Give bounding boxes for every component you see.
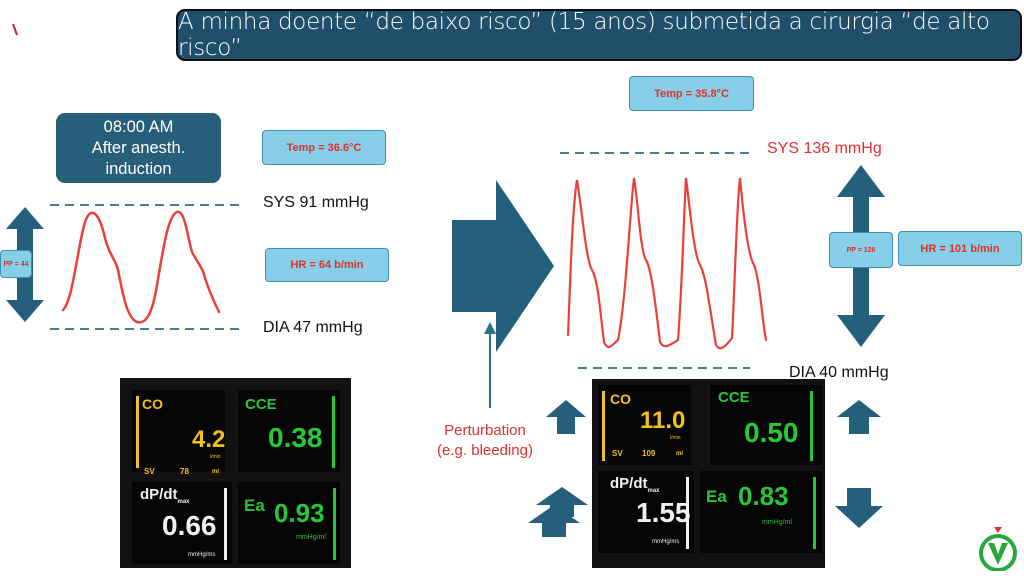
co-unit-perturbed: l/min (670, 435, 681, 441)
cce-tile-perturbed: CCE 0.50 (710, 385, 822, 465)
pp-badge-perturbed: PP = 126 (829, 232, 893, 268)
dpdt-bar-perturbed (686, 477, 689, 549)
dia-label-perturbed: DIA 40 mmHg (789, 364, 889, 381)
sv-value: 78 (180, 467, 189, 476)
big-right-arrow-icon (452, 180, 554, 352)
pp-badge-baseline: PP = 44 (0, 250, 32, 278)
ea-label-perturbed: Ea (706, 487, 727, 506)
red-tick-mark (12, 23, 18, 36)
baseline-dashed-lines (50, 204, 240, 330)
ea-label: Ea (244, 496, 265, 515)
time-context-label-2: induction (105, 159, 172, 178)
co-bar-perturbed (602, 391, 605, 461)
sys-label-baseline: SYS 91 mmHg (263, 194, 369, 211)
co-up-arrow-icon (546, 400, 586, 434)
sv-label: SV (144, 467, 155, 476)
co-label: CO (142, 396, 163, 412)
co-tile: CO 4.2 l/min SV 78 ml (132, 390, 226, 476)
cce-value-perturbed: 0.50 (744, 417, 799, 448)
ea-down-arrow-icon (835, 488, 883, 528)
ea-tile: Ea 0.93 mmHg/ml (238, 482, 340, 564)
ea-bar (333, 488, 336, 560)
sv-unit-perturbed: ml (676, 451, 684, 457)
perturbation-pointer-arrow-icon (484, 322, 496, 408)
ea-value: 0.93 (274, 498, 325, 528)
cce-bar (332, 396, 335, 468)
brand-logo-icon (979, 527, 1017, 571)
slide-title: A minha doente “de baixo risco” (15 anos… (176, 9, 1022, 61)
cce-value: 0.38 (268, 422, 323, 453)
ea-bar-perturbed (813, 477, 816, 549)
ea-tile-perturbed: Ea 0.83 mmHg/ml (700, 471, 822, 553)
dia-label-baseline: DIA 47 mmHg (263, 319, 363, 336)
co-label-perturbed: CO (610, 391, 631, 407)
temp-badge-baseline: Temp = 36.6°C (262, 130, 386, 165)
cce-label: CCE (245, 396, 277, 413)
dpdt-bar (224, 488, 227, 560)
cce-up-arrow-icon (837, 400, 881, 434)
sv-value-perturbed: 109 (642, 449, 656, 458)
co-value: 4.2 (192, 426, 226, 453)
time-context-label: After anesth. (91, 138, 186, 157)
co-unit: l/min (210, 454, 221, 460)
ea-unit-perturbed: mmHg/ml (762, 519, 792, 526)
cce-tile: CCE 0.38 (238, 390, 340, 472)
hr-badge-perturbed: HR = 101 b/min (898, 231, 1022, 266)
dpdt-label-perturbed: dP/dtmax (610, 475, 660, 494)
perturbed-pressure-waveform (566, 177, 768, 350)
cce-label-perturbed: CCE (718, 389, 750, 406)
baseline-pressure-waveform (61, 210, 221, 324)
dpdt-tile: dP/dtmax 0.66 mmHg/ms (132, 482, 232, 564)
dpdt-tile-perturbed: dP/dtmax 1.55 mmHg/ms (598, 471, 694, 553)
perturbation-title: Perturbation (444, 422, 526, 439)
time-label: 08:00 AM (103, 117, 174, 136)
temp-badge-perturbed: Temp = 35.8°C (629, 76, 754, 111)
dpdt-unit-perturbed: mmHg/ms (652, 539, 680, 545)
co-bar (136, 396, 139, 468)
cce-bar-perturbed (810, 391, 813, 461)
perturbation-label: Perturbation (e.g. bleeding) (426, 421, 544, 461)
sv-label-perturbed: SV (612, 449, 623, 458)
dpdt-label: dP/dtmax (140, 486, 190, 505)
double-up-arrow-icon (528, 487, 588, 537)
sv-unit: ml (212, 469, 220, 475)
dpdt-sub-perturbed: max (647, 488, 660, 494)
perturbed-dashed-lines (560, 152, 750, 369)
ea-unit: mmHg/ml (296, 534, 326, 541)
hr-badge-baseline: HR = 64 b/min (265, 248, 389, 282)
dpdt-value-perturbed: 1.55 (636, 497, 691, 528)
dpdt-sub: max (177, 499, 190, 505)
time-box: 08:00 AM After anesth. induction (56, 113, 221, 183)
sys-label-perturbed: SYS 136 mmHg (767, 140, 882, 157)
dpdt-unit: mmHg/ms (188, 552, 216, 558)
dpdt-value: 0.66 (162, 510, 217, 541)
ea-value-perturbed: 0.83 (738, 481, 789, 511)
perturbation-example: (e.g. bleeding) (437, 442, 533, 459)
co-value-perturbed: 11.0 (640, 407, 686, 434)
baseline-monitor-panel: CO 4.2 l/min SV 78 ml CCE 0.38 dP/dtmax … (120, 378, 351, 568)
perturbed-monitor-panel: CO 11.0 l/min SV 109 ml CCE 0.50 dP/dtma… (592, 379, 825, 568)
co-tile-perturbed: CO 11.0 l/min SV 109 ml (598, 385, 691, 465)
